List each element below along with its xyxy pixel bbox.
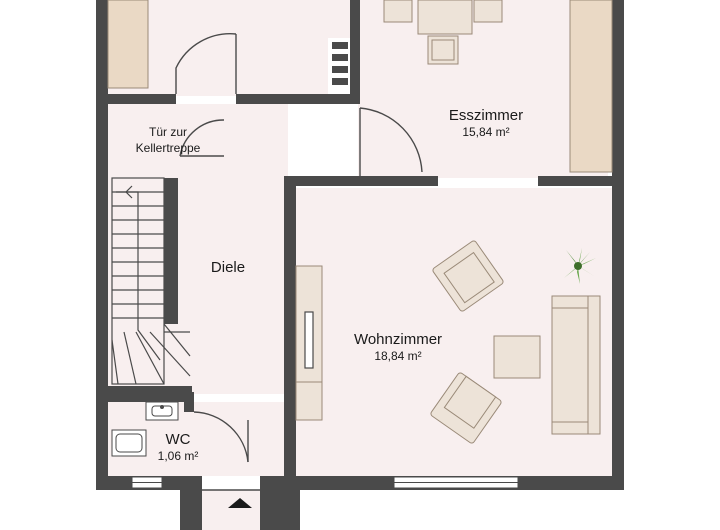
wc-fixtures (111, 401, 179, 457)
sofa-back (587, 295, 601, 435)
room-area-wohnzimmer: 18,84 m² (374, 349, 421, 363)
staircase (111, 177, 191, 385)
dining-chair-right (473, 0, 503, 23)
wall-wc-right (184, 392, 194, 412)
floor-left-upper (108, 0, 358, 96)
entrance-arrow-icon (228, 498, 252, 508)
doors (175, 33, 423, 491)
wall-esszimmer-bottom-right (538, 176, 624, 186)
living-furniture (430, 240, 601, 444)
floor-entrance (202, 490, 260, 530)
coffee-table (493, 335, 541, 379)
room-name-wohnzimmer: Wohnzimmer (354, 331, 442, 348)
wall-upper-vertical (350, 0, 360, 104)
tv-cabinet-lower (295, 381, 323, 421)
basement-door-label-line2: Kellertreppe (136, 141, 201, 155)
cabinet-esszimmer-right (569, 0, 613, 173)
wall-esszimmer-bottom-left (284, 176, 438, 186)
basement-door-label-line1: Tür zur (149, 125, 187, 139)
wall-outer-left (96, 0, 108, 490)
room-name-diele: Diele (211, 259, 245, 276)
windows (131, 476, 519, 489)
wall-entrance-left (180, 476, 202, 530)
wall-wohnzimmer-left (284, 176, 296, 482)
stair-arrow-head (125, 185, 133, 199)
armchair-bottom (430, 372, 502, 444)
room-name-esszimmer: Esszimmer (449, 107, 523, 124)
room-name-wc: WC (166, 431, 191, 448)
sofa-arm-bottom (551, 421, 589, 435)
stair-outline (111, 177, 165, 385)
wall-outer-right (612, 0, 624, 490)
dining-chair-left (383, 0, 413, 23)
wall-wc-top (96, 392, 188, 402)
door-upper-left (175, 33, 237, 94)
labels: Esszimmer 15,84 m² Wohnzimmer 18,84 m² D… (136, 107, 523, 463)
room-area-wc: 1,06 m² (158, 449, 199, 463)
wall-upper-left-horizontal (96, 94, 176, 104)
wall-entrance-right (260, 476, 300, 530)
wall-stair-right (164, 178, 178, 324)
dining-table (417, 0, 473, 35)
stair-arrow-line (116, 191, 161, 361)
door-kellertreppe (179, 119, 225, 157)
door-esszimmer (359, 107, 423, 173)
door-wc (193, 411, 249, 463)
room-area-esszimmer: 15,84 m² (462, 125, 509, 139)
dining-chair-bottom (427, 35, 459, 65)
dining-furniture (383, 0, 503, 65)
wall-upper-mid-horizontal (236, 94, 360, 104)
wall-stair-bottom (108, 386, 192, 394)
floor-hall-lower (188, 402, 288, 476)
tv-screen (304, 311, 314, 369)
floor-esszimmer (358, 0, 608, 178)
plant-icon (560, 248, 596, 284)
sofa-arm-top (551, 295, 589, 309)
cabinet-upper-left (107, 0, 149, 89)
armchair-top (432, 240, 504, 312)
built-ins (107, 0, 613, 421)
